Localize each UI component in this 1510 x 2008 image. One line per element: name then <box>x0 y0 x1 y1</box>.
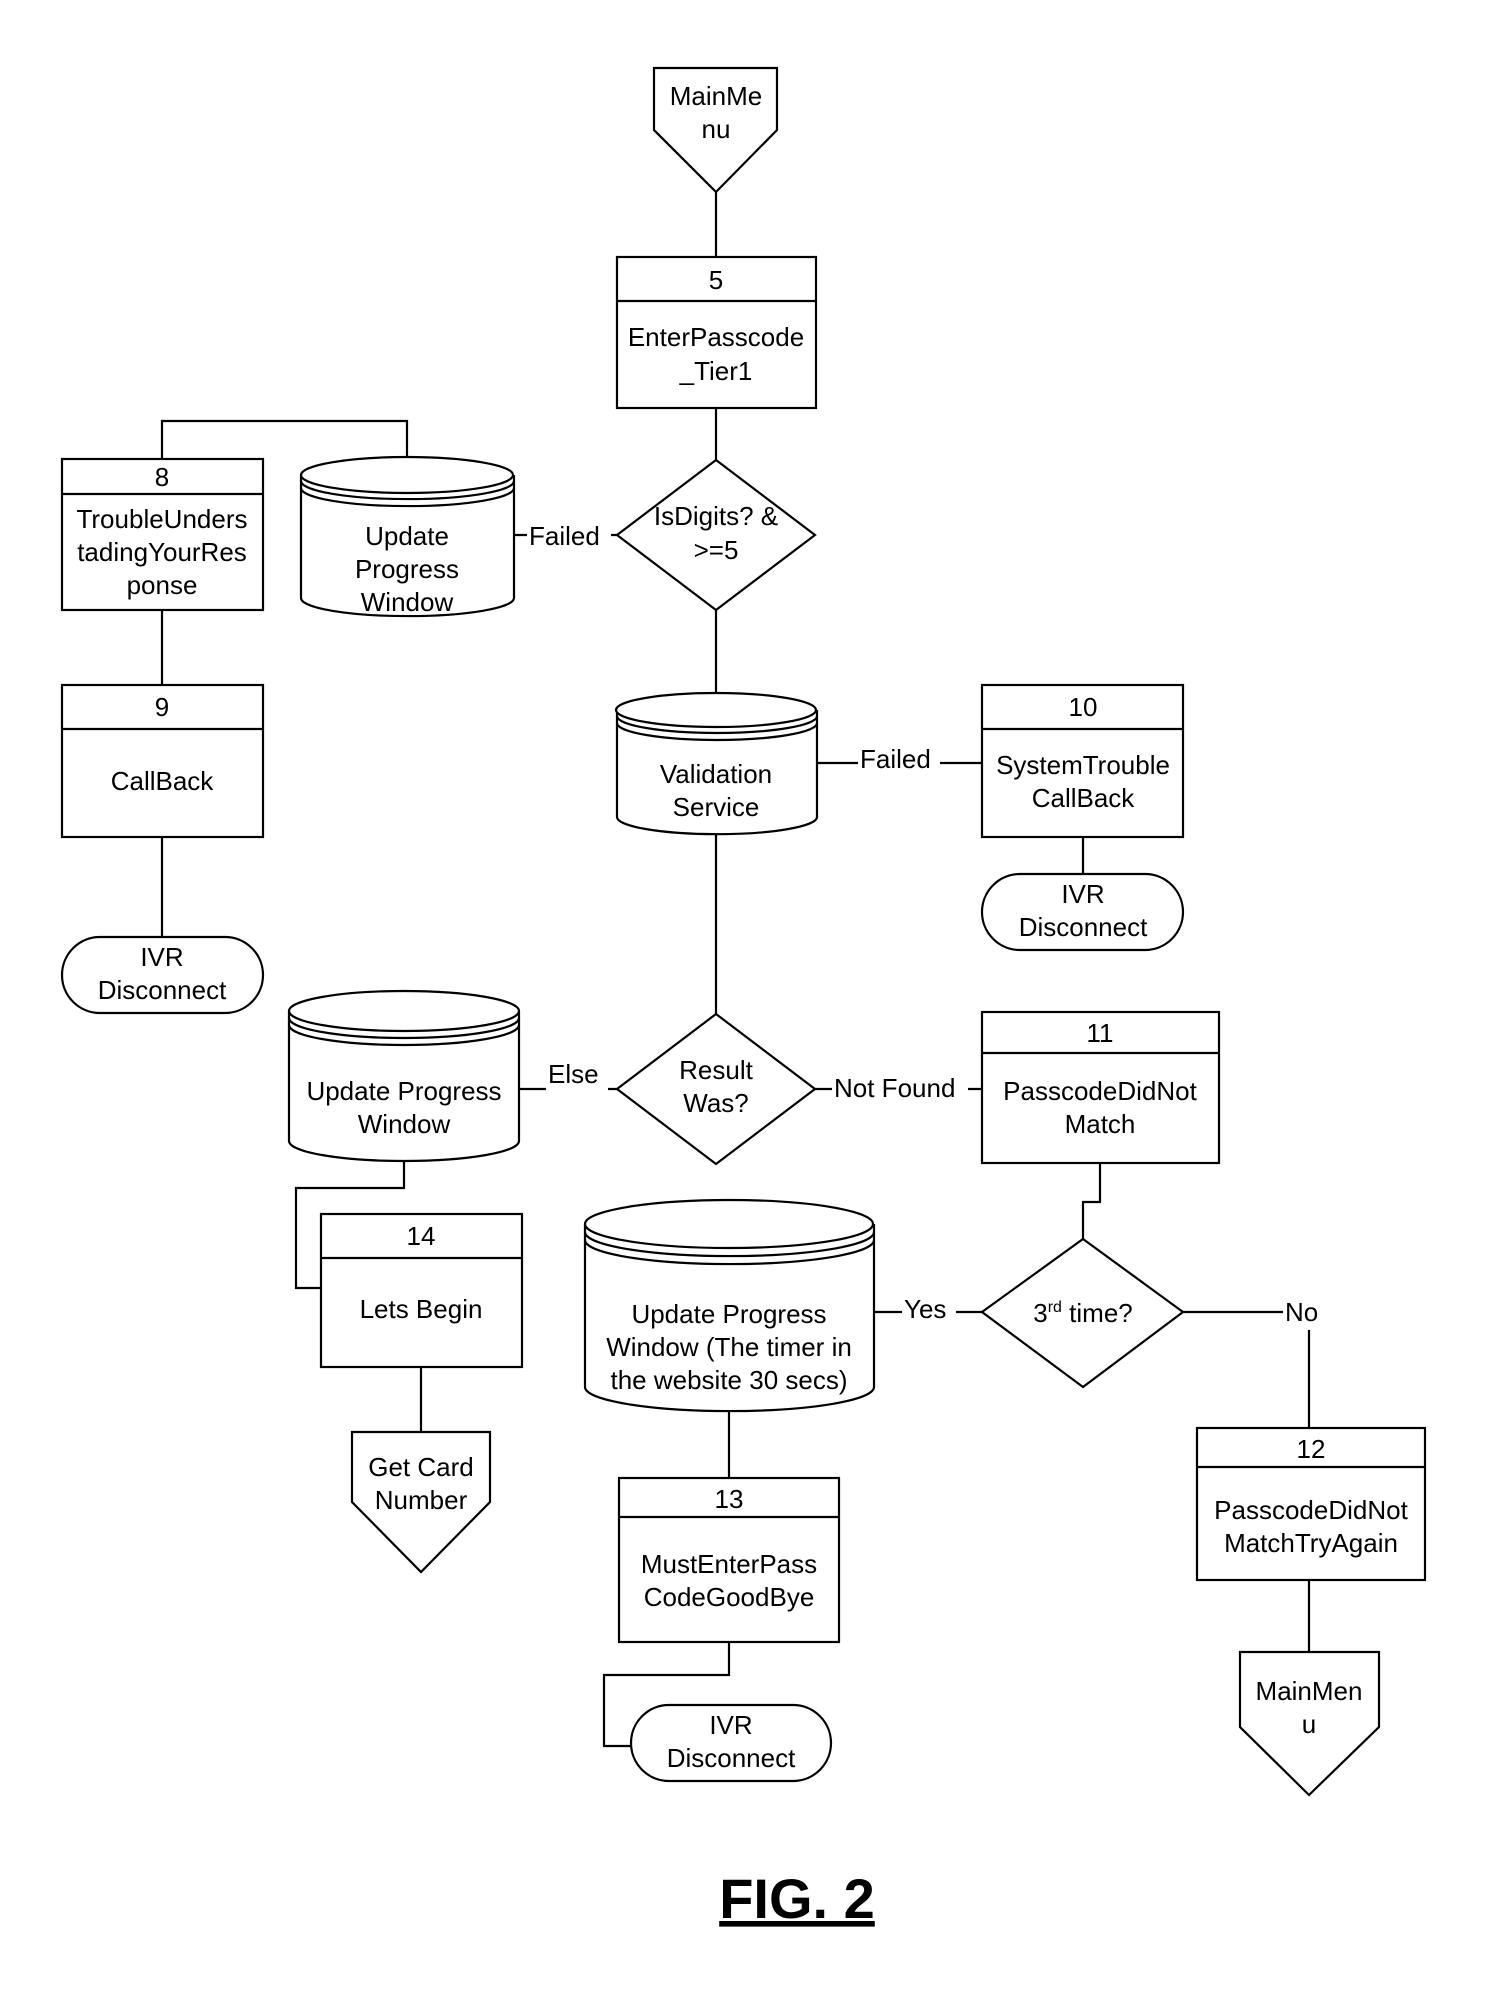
terminator-ivr-disconnect-2: IVR Disconnect <box>982 874 1183 950</box>
process-number: 5 <box>709 265 723 295</box>
node-label-line: Was? <box>683 1088 749 1118</box>
process-box-14: 14 Lets Begin <box>321 1214 522 1367</box>
node-label-line: Validation <box>660 759 772 789</box>
node-label-line: MainMen <box>1256 1676 1363 1706</box>
node-label-line: the website 30 secs) <box>610 1365 847 1395</box>
third-time-superscript: rd <box>1048 1299 1062 1316</box>
offpage-connector-mainmenu-top: MainMe nu <box>654 68 777 192</box>
node-label-line: IsDigits? & <box>654 501 778 531</box>
process-box-9: 9 CallBack <box>62 685 263 837</box>
process-number: 10 <box>1069 692 1098 722</box>
process-number: 12 <box>1297 1434 1326 1464</box>
terminator-ivr-disconnect-1: IVR Disconnect <box>62 937 263 1013</box>
node-label-line: u <box>1302 1709 1316 1739</box>
node-label-line: Match <box>1065 1109 1136 1139</box>
database-validation-service: Validation Service <box>616 693 817 834</box>
node-label-line: >=5 <box>694 535 739 565</box>
node-label-line: Lets Begin <box>360 1294 483 1324</box>
node-label-line: tadingYourRes <box>77 537 247 567</box>
offpage-connector-get-card-number: Get Card Number <box>352 1432 490 1572</box>
edge-update1-to-8 <box>162 421 407 459</box>
node-label-line: Window <box>358 1109 451 1139</box>
node-label-line: Result <box>679 1055 753 1085</box>
node-label-line: MustEnterPass <box>641 1549 817 1579</box>
node-label-line: Disconnect <box>667 1743 796 1773</box>
edge-label-not-found: Not Found <box>834 1073 955 1103</box>
process-box-5: 5 EnterPasscode _Tier1 <box>617 257 816 408</box>
process-box-10: 10 SystemTrouble CallBack <box>982 685 1183 837</box>
decision-third-time: 3rd time? <box>982 1239 1183 1387</box>
node-label-line: TroubleUnders <box>76 504 247 534</box>
database-update-progress-window-1: Update Progress Window <box>301 457 514 617</box>
edge-label-else: Else <box>548 1059 599 1089</box>
edge-label-no: No <box>1285 1297 1318 1327</box>
offpage-connector-mainmenu-bottom: MainMen u <box>1240 1652 1379 1795</box>
node-label-line: Update Progress <box>306 1076 501 1106</box>
process-number: 9 <box>155 692 169 722</box>
node-label-line: CallBack <box>111 766 215 796</box>
process-number: 14 <box>407 1221 436 1251</box>
edge-label-yes: Yes <box>904 1294 946 1324</box>
third-time-prefix: 3 <box>1033 1298 1047 1328</box>
node-label-line: Progress <box>355 554 459 584</box>
figure-label: FIG. 2 <box>719 1867 875 1930</box>
node-label-line: Window (The timer in <box>606 1332 852 1362</box>
node-label-line: IVR <box>140 942 183 972</box>
node-label-line: Disconnect <box>1019 912 1148 942</box>
node-label-line: nu <box>702 114 731 144</box>
node-label-line: Get Card <box>368 1452 474 1482</box>
edge-label-failed-2: Failed <box>860 744 931 774</box>
database-update-progress-window-2: Update Progress Window <box>289 991 519 1161</box>
process-number: 11 <box>1087 1018 1114 1048</box>
edge-11-to-third <box>1083 1163 1100 1239</box>
edge-label-failed-1: Failed <box>529 521 600 551</box>
decision-result-was: Result Was? <box>617 1014 815 1164</box>
database-update-progress-window-3: Update Progress Window (The timer in the… <box>585 1200 874 1411</box>
node-label-line: _Tier1 <box>679 356 753 386</box>
process-box-11: 11 PasscodeDidNot Match <box>982 1012 1219 1163</box>
node-label-line: CodeGoodBye <box>644 1582 815 1612</box>
node-label-line: EnterPasscode <box>628 322 804 352</box>
node-label-line: ponse <box>127 570 198 600</box>
node-label-line: PasscodeDidNot <box>1214 1495 1408 1525</box>
node-label-line: Service <box>673 792 760 822</box>
process-box-8: 8 TroubleUnders tadingYourRes ponse <box>62 459 263 610</box>
node-label-line: MatchTryAgain <box>1224 1528 1398 1558</box>
process-number: 8 <box>155 462 169 492</box>
node-label-line: IVR <box>709 1710 752 1740</box>
third-time-suffix: time? <box>1062 1298 1133 1328</box>
terminator-ivr-disconnect-3: IVR Disconnect <box>631 1705 831 1781</box>
process-box-13: 13 MustEnterPass CodeGoodBye <box>619 1478 839 1642</box>
process-number: 13 <box>715 1484 744 1514</box>
node-label-line: PasscodeDidNot <box>1003 1076 1197 1106</box>
node-label-line: IVR <box>1061 879 1104 909</box>
node-label-line: MainMe <box>670 81 762 111</box>
node-label-line: Window <box>361 587 454 617</box>
node-label-line: Disconnect <box>98 975 227 1005</box>
node-label-line: Number <box>375 1485 468 1515</box>
node-label-line: Update Progress <box>631 1299 826 1329</box>
node-label-line: SystemTrouble <box>996 750 1170 780</box>
node-label-line: CallBack <box>1032 783 1136 813</box>
process-box-12: 12 PasscodeDidNot MatchTryAgain <box>1197 1428 1425 1580</box>
decision-isdigits: IsDigits? & >=5 <box>617 460 815 610</box>
node-label-line: Update <box>365 521 449 551</box>
